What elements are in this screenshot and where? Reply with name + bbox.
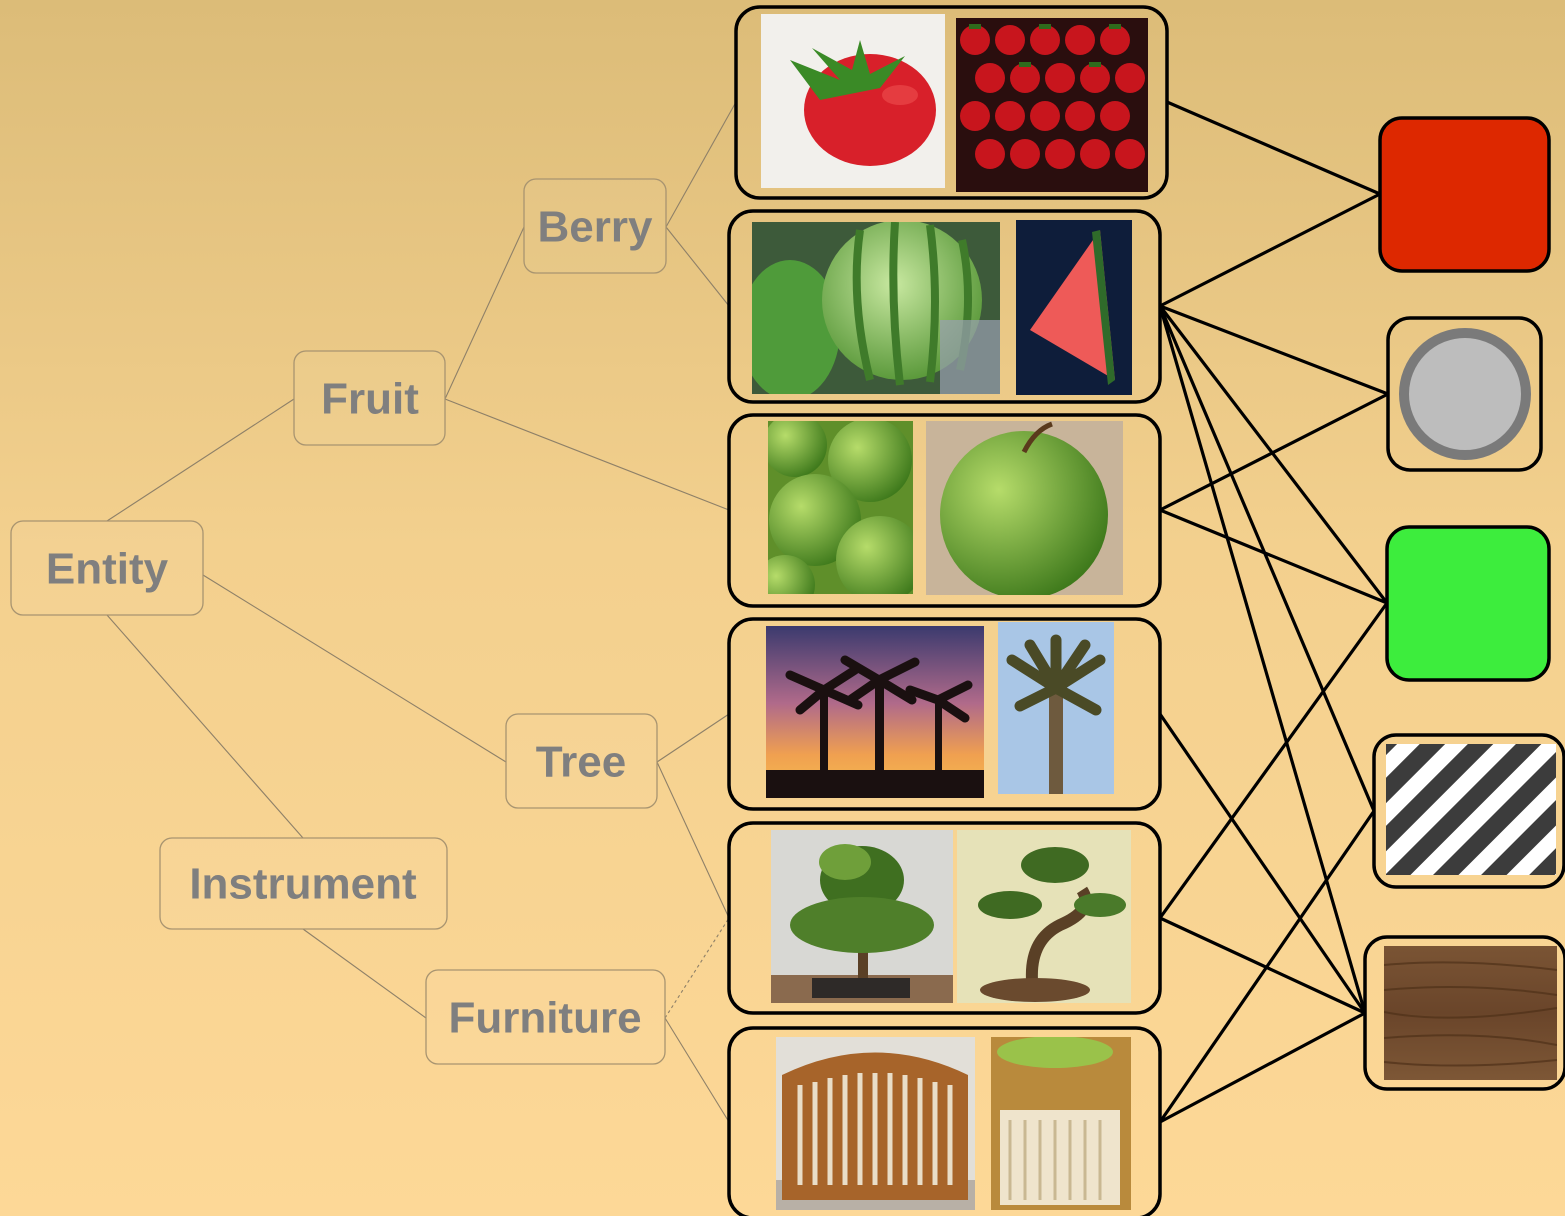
node-tree: Tree bbox=[505, 713, 658, 809]
green-apples-photo bbox=[768, 421, 913, 594]
node-label: Berry bbox=[538, 203, 653, 252]
node-fruit: Fruit bbox=[293, 350, 446, 446]
node-label: Tree bbox=[536, 738, 627, 787]
hierarchy-edge-entity-tree bbox=[202, 574, 507, 763]
image-group-watermelon bbox=[727, 209, 1162, 404]
hierarchy-edge-furniture-g-bonsai bbox=[664, 917, 730, 1019]
image-group-palm bbox=[727, 617, 1162, 811]
watermelon-slice-photo bbox=[1016, 220, 1132, 395]
hierarchy-edge-fruit-g-apple bbox=[444, 398, 730, 511]
node-label: Fruit bbox=[321, 375, 419, 424]
attribute-edge-g-watermelon-green bbox=[1158, 305, 1389, 604]
attribute-edges bbox=[1158, 100, 1389, 1124]
hierarchy-edges bbox=[106, 101, 737, 1123]
hierarchy-edge-fruit-berry bbox=[444, 226, 525, 400]
image-group-strawberry bbox=[734, 5, 1169, 200]
strawberry-photo bbox=[761, 14, 945, 188]
green-apple-photo bbox=[926, 421, 1123, 595]
node-label: Instrument bbox=[189, 860, 417, 909]
wooden-crib-photo bbox=[776, 1037, 975, 1210]
strawberry-pile-photo bbox=[956, 18, 1148, 192]
image-group-apple bbox=[727, 413, 1162, 608]
attribute-edge-g-watermelon-red bbox=[1159, 192, 1381, 308]
hierarchy-edge-entity-fruit bbox=[106, 398, 295, 522]
attribute-wood-swatch bbox=[1363, 935, 1565, 1091]
palm-sunset-photo bbox=[766, 626, 984, 798]
attribute-edge-g-apple-gray-ring bbox=[1159, 392, 1389, 512]
image-group-crib bbox=[727, 1026, 1162, 1216]
node-label: Entity bbox=[46, 545, 169, 594]
node-instrument: Instrument bbox=[159, 837, 448, 930]
node-label: Furniture bbox=[448, 994, 641, 1043]
hierarchy-edge-berry-g-watermelon bbox=[665, 226, 730, 307]
white-crib-photo bbox=[991, 1037, 1131, 1210]
attribute-gray-ring-swatch bbox=[1386, 316, 1543, 472]
bonsai-twisted-photo bbox=[957, 830, 1131, 1003]
palm-tree-photo bbox=[998, 622, 1114, 794]
attribute-red-swatch bbox=[1378, 116, 1551, 273]
node-entity: Entity bbox=[10, 520, 204, 616]
watermelon-photo bbox=[752, 222, 1000, 394]
hierarchy-edge-furniture-g-crib bbox=[664, 1017, 730, 1123]
attribute-edge-g-crib-stripes bbox=[1158, 810, 1376, 1123]
attribute-edge-g-crib-wood bbox=[1159, 1011, 1366, 1124]
attribute-edge-g-watermelon-wood bbox=[1158, 305, 1367, 1014]
attribute-edge-g-apple-green bbox=[1159, 508, 1388, 605]
attribute-green-swatch bbox=[1385, 525, 1551, 682]
attribute-edge-g-bonsai-wood bbox=[1159, 916, 1366, 1015]
attribute-stripes-swatch bbox=[1372, 733, 1565, 889]
hierarchy-edge-berry-g-strawberry bbox=[665, 101, 737, 228]
bonsai-round-photo bbox=[771, 830, 953, 1003]
attribute-edge-g-watermelon-stripes bbox=[1158, 305, 1376, 812]
attribute-edge-g-strawberry-red bbox=[1166, 100, 1381, 196]
node-berry: Berry bbox=[523, 178, 667, 274]
hierarchy-edge-entity-instrument bbox=[106, 614, 304, 839]
attribute-edge-g-watermelon-gray-ring bbox=[1159, 304, 1389, 396]
hierarchy-edge-instrument-furniture bbox=[302, 928, 427, 1019]
attribute-edge-g-palm-wood bbox=[1158, 713, 1367, 1014]
attribute-edge-g-bonsai-green bbox=[1158, 602, 1389, 919]
hierarchy-edge-tree-g-palm bbox=[656, 713, 730, 763]
hierarchy-edge-tree-g-bonsai bbox=[656, 761, 730, 919]
image-group-bonsai bbox=[727, 821, 1162, 1015]
node-furniture: Furniture bbox=[425, 969, 666, 1065]
